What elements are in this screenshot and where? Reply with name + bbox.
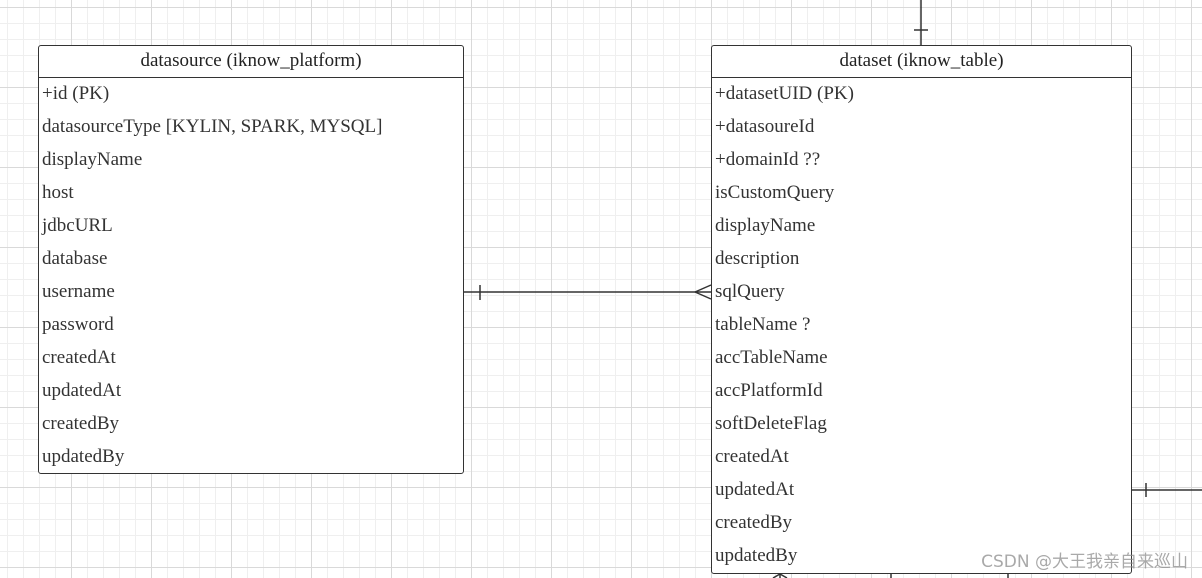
dataset-right-connector[interactable] <box>1132 483 1202 497</box>
datasource-field: displayName <box>42 149 143 170</box>
dataset-field: isCustomQuery <box>715 182 835 203</box>
crows-foot-right <box>779 573 788 578</box>
datasource-field: password <box>42 314 114 335</box>
dataset-field: +domainId ?? <box>715 149 821 170</box>
datasource-field: username <box>42 281 115 302</box>
dataset-entity-title: dataset (iknow_table) <box>712 46 1131 78</box>
datasource-field: database <box>42 248 108 269</box>
dataset-field: description <box>715 248 800 269</box>
crows-foot-lower <box>694 291 712 300</box>
datasource-field: datasourceType [KYLIN, SPARK, MYSQL] <box>42 116 383 137</box>
dataset-field: displayName <box>715 215 816 236</box>
dataset-top-connector[interactable] <box>914 0 928 45</box>
datasource-field: +id (PK) <box>42 83 110 104</box>
dataset-field: +datasoureId <box>715 116 815 137</box>
dataset-field: createdAt <box>715 446 789 467</box>
datasource-field: jdbcURL <box>42 215 113 236</box>
datasource-field: updatedBy <box>42 446 125 467</box>
dataset-bottom-connectors[interactable] <box>772 573 1009 578</box>
crows-foot-upper <box>694 284 712 293</box>
crows-foot-left <box>772 573 781 578</box>
datasource-entity[interactable]: datasource (iknow_platform) +id (PK) dat… <box>38 45 464 474</box>
dataset-field: tableName ? <box>715 314 811 335</box>
dataset-entity[interactable]: dataset (iknow_table) +datasetUID (PK) +… <box>711 45 1132 574</box>
datasource-field-list: +id (PK) datasourceType [KYLIN, SPARK, M… <box>39 78 463 475</box>
datasource-field: createdAt <box>42 347 116 368</box>
dataset-field: accPlatformId <box>715 380 823 401</box>
dataset-field: sqlQuery <box>715 281 785 302</box>
dataset-field: updatedBy <box>715 545 798 566</box>
datasource-entity-title: datasource (iknow_platform) <box>39 46 463 78</box>
dataset-field: +datasetUID (PK) <box>715 83 854 104</box>
datasource-dataset-relationship[interactable] <box>464 284 712 300</box>
dataset-field-list: +datasetUID (PK) +datasoureId +domainId … <box>712 78 1131 574</box>
dataset-field: updatedAt <box>715 479 795 500</box>
dataset-field: accTableName <box>715 347 828 368</box>
dataset-field: createdBy <box>715 512 793 533</box>
dataset-field: softDeleteFlag <box>715 413 827 434</box>
datasource-field: updatedAt <box>42 380 122 401</box>
csdn-watermark: CSDN @大王我亲自来巡山 <box>981 552 1188 572</box>
datasource-field: createdBy <box>42 413 120 434</box>
datasource-field: host <box>42 182 74 203</box>
